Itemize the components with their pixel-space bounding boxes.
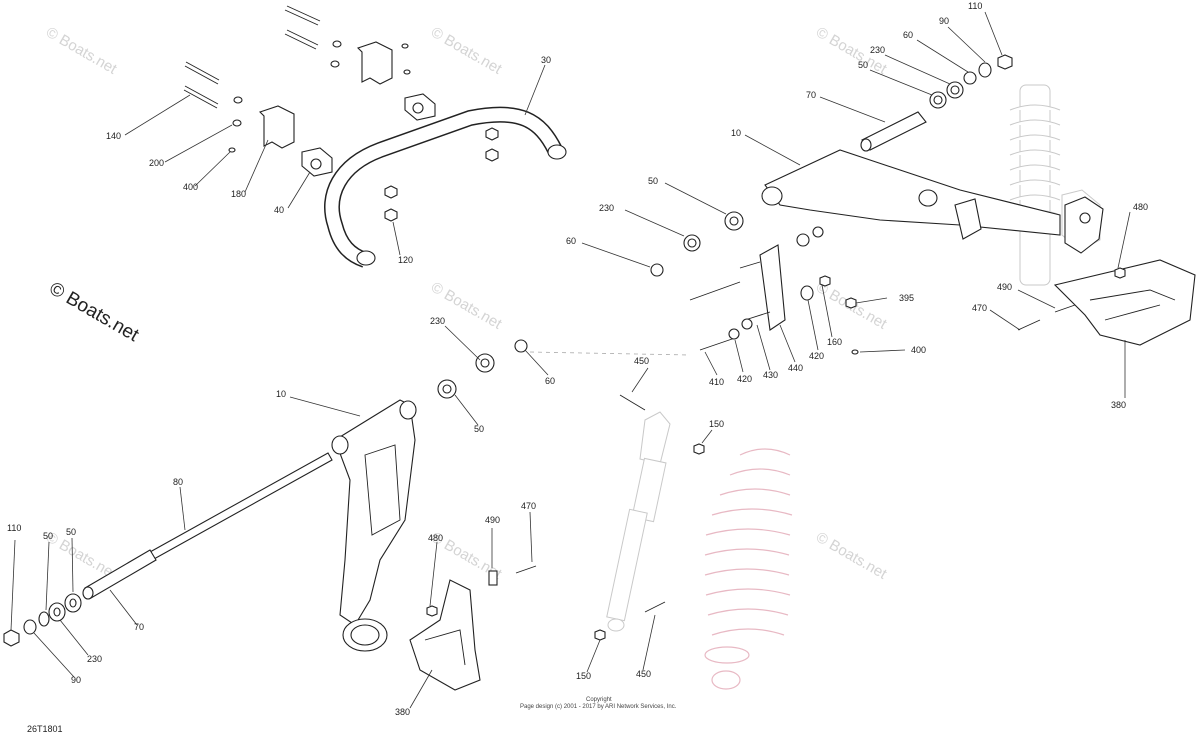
callout-label: 400 [911,345,926,355]
clamp-bracket-180 [258,105,295,149]
sway-bar-assembly [183,5,567,268]
rear-shock-assembly [594,394,793,690]
nut-110 [3,629,20,647]
callout-label: 60 [545,376,555,386]
callout-label: 180 [231,189,246,199]
link-440 [759,244,786,331]
callout-label: 40 [274,205,284,215]
figure-reference: 26T1801 [27,724,63,734]
nut-150 [693,443,705,455]
callout-label: 380 [1111,400,1126,410]
washer-60 [963,71,977,85]
coil-spring [704,448,793,690]
callout-label: 80 [173,477,183,487]
callout-label: 110 [7,523,21,533]
callout-label: 70 [134,622,144,632]
callout-label: 430 [763,370,778,380]
callout-label: 90 [71,675,81,685]
callout-label: 480 [1133,202,1148,212]
upper-arm-assembly [650,54,1196,355]
washer-60 [514,339,528,353]
callout-label: 30 [541,55,551,65]
watermark: © Boats.net [43,24,120,78]
clamp-bracket-180 [356,41,393,85]
callout-label: 230 [599,203,614,213]
washer-60 [650,263,664,277]
sway-bar-30 [324,106,563,268]
spacer-tube-70 [861,111,927,151]
callout-label: 10 [276,389,286,399]
nut-120 [485,127,499,141]
callout-label: 440 [788,363,803,373]
washer-60 [38,611,50,627]
callout-label: 230 [87,654,102,664]
bolt-450 [619,394,646,411]
callout-label: 90 [939,16,949,26]
washer-90 [23,619,37,635]
callout-label: 50 [648,176,658,186]
skid-plate-380 [409,579,481,691]
knuckle [1064,196,1104,254]
callout-label: 60 [903,30,913,40]
nut-480 [1114,267,1126,279]
callout-label: 450 [636,669,651,679]
callout-label: 470 [521,501,536,511]
shaft-80 [149,452,333,560]
bolt-140 [183,5,321,109]
callout-labels: 30 140 200 400 180 40 120 110 90 60 230 … [7,1,1148,717]
callout-label: 50 [858,60,868,70]
callout-label: 490 [485,515,500,525]
callout-label: 50 [43,531,53,541]
callout-label: 395 [899,293,914,303]
copyright-line: Copyright [586,697,612,703]
callout-label: 200 [149,158,164,168]
callout-label: 400 [183,182,198,192]
callout-label: 120 [398,255,413,265]
callout-label: 480 [428,533,443,543]
callout-label: 410 [709,377,724,387]
leader-lines [10,11,1131,709]
nut-110 [997,54,1013,70]
lower-arm-10 [334,399,416,626]
spacer-490 [488,570,498,586]
callout-label: 380 [395,707,410,717]
nut-480 [426,605,438,617]
upper-a-arm-10 [764,149,1061,236]
callout-label: 50 [66,527,76,537]
washer-90 [978,62,992,78]
callout-label: 420 [809,351,824,361]
callout-label: 110 [968,1,982,11]
callout-label: 230 [870,45,885,55]
trailing-arm-assembly [3,339,537,691]
nut-150 [594,629,606,641]
bolt-450 [644,601,666,613]
watermark: © Boats.net [813,529,890,583]
callout-label: 140 [106,131,121,141]
callout-label: 50 [474,424,484,434]
callout-label: 150 [709,419,724,429]
page-design-credit: Page design (c) 2001 - 2017 by ARI Netwo… [520,704,677,710]
callout-label: 70 [806,90,816,100]
callout-label: 230 [430,316,445,326]
callout-label: 160 [827,337,842,347]
callout-label: 150 [576,671,591,681]
main-watermark: © Boats.net [46,278,143,346]
callout-label: 60 [566,236,576,246]
callout-label: 420 [737,374,752,384]
callout-label: 470 [972,303,987,313]
ghost-shock-absorber [1009,84,1101,286]
watermark: © Boats.net [428,24,505,78]
callout-label: 450 [634,356,649,366]
callout-label: 10 [731,128,741,138]
skid-plate-380 [1053,259,1196,346]
callout-label: 490 [997,282,1012,292]
